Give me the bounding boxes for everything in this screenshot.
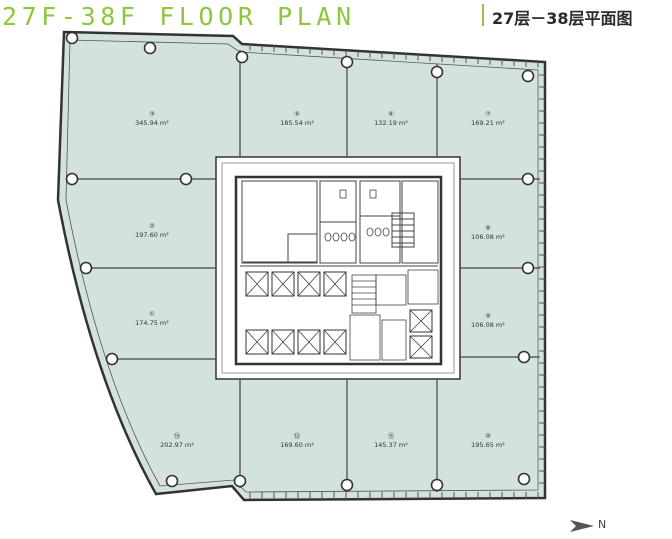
facade-mullions [249, 44, 545, 499]
unit-number: ③ [149, 110, 155, 118]
unit-area: 345.94 m² [135, 119, 169, 127]
column [430, 478, 444, 492]
column [340, 55, 354, 69]
title-separator [482, 4, 484, 26]
building-inner-line [65, 39, 539, 493]
unit-area: 185.54 m² [280, 119, 314, 127]
column [521, 261, 535, 275]
unit-number: ⑥ [388, 110, 394, 118]
unit-area: 106.08 m² [471, 233, 505, 241]
column [65, 31, 79, 45]
column [430, 65, 444, 79]
core-services [319, 180, 439, 264]
column [340, 478, 354, 492]
column [521, 69, 535, 83]
unit-area: 132.19 m² [374, 119, 408, 127]
column [517, 350, 531, 364]
unit-area: 197.60 m² [135, 231, 169, 239]
unit-area: 169.60 m² [280, 441, 314, 449]
title-bar: 27F-38F FLOOR PLAN 27层－38层平面图 [0, 0, 672, 34]
column [79, 261, 93, 275]
unit-number: ⑬ [174, 432, 181, 440]
unit-number: ② [149, 222, 155, 230]
unit-number: ① [149, 310, 155, 318]
north-label: N [598, 518, 607, 531]
unit-area: 195.65 m² [471, 441, 505, 449]
column [235, 50, 249, 64]
unit-number: ⑪ [388, 432, 395, 440]
structural-columns [65, 31, 535, 492]
column [179, 172, 193, 186]
column [233, 474, 247, 488]
column [517, 472, 531, 486]
unit-partitions [68, 50, 540, 492]
unit-area: 106.08 m² [471, 321, 505, 329]
title-chinese: 27层－38层平面图 [492, 9, 633, 28]
column [165, 474, 179, 488]
column [521, 172, 535, 186]
column [143, 41, 157, 55]
toilet-fixtures [324, 189, 390, 242]
elevator-banks [245, 271, 433, 359]
unit-area: 202.97 m² [160, 441, 194, 449]
core-room-north [241, 180, 318, 264]
unit-number: ⑤ [294, 110, 300, 118]
unit-area: 169.21 m² [471, 119, 505, 127]
title-english: 27F-38F FLOOR PLAN [2, 2, 356, 31]
unit-number: ⑫ [294, 432, 301, 440]
column [65, 172, 79, 186]
unit-number: ⑩ [485, 432, 491, 440]
north-arrow-icon [570, 520, 594, 532]
unit-number: ⑦ [485, 110, 491, 118]
stair-core [349, 269, 439, 361]
unit-area: 174.75 m² [135, 319, 169, 327]
unit-area: 145.37 m² [374, 441, 408, 449]
column [105, 352, 119, 366]
unit-number: ⑧ [485, 224, 491, 232]
unit-number: ⑨ [485, 312, 491, 320]
